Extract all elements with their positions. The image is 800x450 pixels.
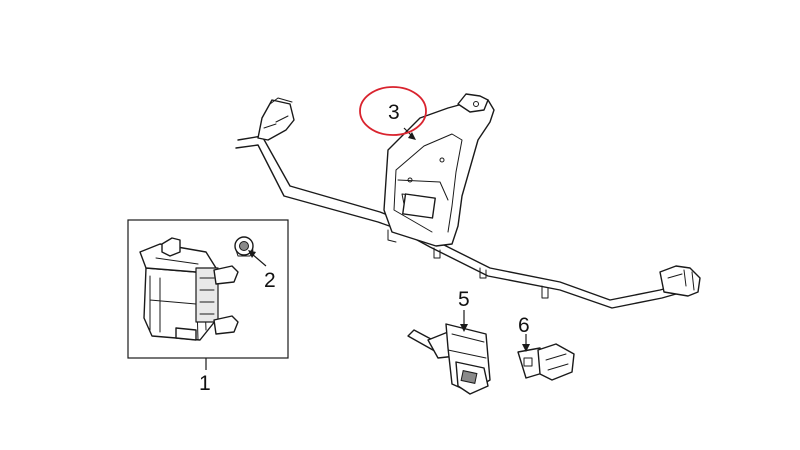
callout-2[interactable]: 2 [264,269,276,292]
callout-5[interactable]: 5 [458,288,470,311]
clip-body [537,343,575,381]
connector-detail [447,333,487,359]
frame-center-plate-window [402,193,436,219]
callout-6[interactable]: 6 [518,314,530,337]
frame-bolt-hole-b [439,157,445,163]
clip-detail [545,353,569,371]
frame-top-hook [457,93,489,113]
callout-1[interactable]: 1 [199,372,211,395]
frame-clip-c [541,285,549,299]
frame-right-bracket [659,265,701,297]
grommet-inner [239,241,249,251]
module-connector [195,267,219,323]
module-base-tab [175,327,197,341]
leader-2-arrowhead [248,250,256,258]
frame-left-bracket [257,99,295,141]
highlight-circle [359,86,427,136]
module-pin-top [161,237,181,257]
frame-center-plate-inner [393,133,463,233]
part-6-clip[interactable] [517,343,575,381]
part-3-bracket-frame[interactable] [235,93,701,309]
part-5-connector[interactable] [407,323,491,395]
frame-left-bracket-tab [263,97,293,129]
frame-clip-a [433,247,441,259]
frame-clip-b [479,267,487,279]
leader-2 [251,253,267,267]
leader-6-arrowhead [522,344,530,352]
part-1-module[interactable] [139,237,239,341]
module-connector-lines [199,277,215,315]
callout-3[interactable]: 3 [388,101,400,124]
frame-bolt-hole-c [407,177,413,183]
frame-right-bracket-tab [667,269,695,291]
frame-clip-d [387,229,397,243]
connector-socket [460,370,478,384]
frame-center-plate [383,99,495,247]
module-pin-right-a [213,265,239,285]
frame-bolt-hole-a [473,101,479,107]
parts-group-box [127,219,289,359]
module-pin-right-b [213,315,239,335]
leader-3-arrowhead [408,132,416,140]
leader-5-arrowhead [460,324,468,332]
frame-rail-inner [235,144,691,309]
clip-slot [523,357,533,367]
